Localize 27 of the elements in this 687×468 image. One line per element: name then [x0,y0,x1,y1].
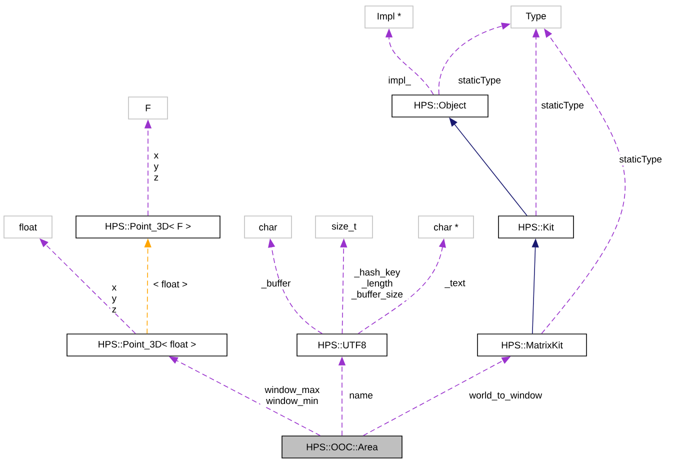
edge-label: _text [444,279,466,290]
edge-label: x y z [152,152,160,182]
type-box: F [128,96,168,120]
edge-label: window_max window_min [260,385,324,407]
edge-label: _hash_key _length _buffer_size [346,268,408,300]
type-box: char * [418,216,474,238]
class-box: HPS::Point_3D< F > [76,216,220,238]
type-box: float [4,216,52,238]
class-box: HPS::OOC::Area [282,436,402,458]
class-box: HPS::Object [392,94,488,118]
edge-label: staticType [457,76,502,86]
class-box: HPS::MatrixKit [477,334,587,356]
type-box: size_t [315,216,373,238]
edge-label: < float > [152,280,189,288]
type-box: Impl * [364,6,414,28]
edge-label: world_to_window [468,390,544,402]
edge-label: name [348,392,374,400]
edge-label: staticType [618,154,663,166]
edge-label: x y z [110,284,118,314]
class-box: HPS::Point_3D< float > [66,334,228,356]
edge-label: impl_ [387,76,412,86]
edge-label: _buffer [260,278,292,290]
class-box: HPS::UTF8 [296,334,388,356]
edge-label: staticType [540,100,585,112]
type-box: char [244,216,292,238]
class-box: HPS::Kit [498,216,574,238]
type-box: Type [510,6,562,28]
